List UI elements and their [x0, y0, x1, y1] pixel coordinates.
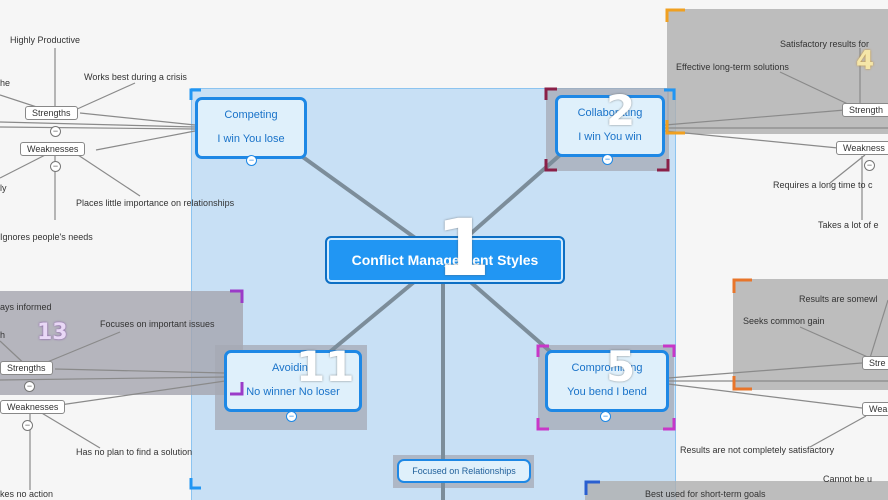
marker-1: 1: [436, 204, 491, 294]
leaf-common-gain[interactable]: Seeks common gain: [743, 316, 825, 326]
avoiding-subtitle: No winner No loser: [246, 386, 340, 398]
competing-collapse-toggle[interactable]: −: [246, 155, 257, 166]
avoiding-collapse-toggle[interactable]: −: [286, 411, 297, 422]
leaf-cannot-be[interactable]: Cannot be u: [823, 474, 873, 484]
leaf-works-best-crisis[interactable]: Works best during a crisis: [84, 72, 187, 82]
leaf-effective-solutions[interactable]: Effective long-term solutions: [676, 62, 789, 72]
central-topic-node[interactable]: Conflict Management Styles: [325, 236, 565, 284]
leaf-not-satisfactory[interactable]: Results are not completely satisfactory: [680, 445, 835, 455]
leaf-long-time[interactable]: Requires a long time to c: [773, 180, 873, 190]
leaf-the[interactable]: he: [0, 78, 11, 88]
node-avoiding[interactable]: Avoiding No winner No loser: [224, 350, 362, 412]
node-focused-on-relationships[interactable]: Focused on Relationships: [397, 459, 531, 483]
competing-subtitle: I win You lose: [217, 133, 285, 145]
leaf-highly-productive[interactable]: Highly Productive: [10, 35, 81, 45]
collaborating-collapse-toggle[interactable]: −: [602, 154, 613, 165]
leaf-ignores-needs[interactable]: Ignores people's needs: [0, 232, 93, 242]
collaborating-title: Collaborating: [577, 107, 643, 119]
competing-title: Competing: [224, 109, 278, 121]
marker-11: 11: [296, 342, 355, 391]
weaknesses-avoiding-collapse-toggle[interactable]: −: [22, 420, 33, 431]
leaf-results-somewhat[interactable]: Results are somewl: [799, 294, 878, 304]
strengths-avoiding-collapse-toggle[interactable]: −: [24, 381, 35, 392]
compromising-title: Compromising: [571, 362, 643, 374]
leaf-takes-lot[interactable]: Takes a lot of e: [818, 220, 879, 230]
tag-strengths-compromising[interactable]: Stre: [862, 356, 888, 370]
marker-5: 5: [606, 342, 636, 391]
weaknesses-collaborating-collapse-toggle[interactable]: −: [864, 160, 875, 171]
leaf-no-action[interactable]: kes no action: [0, 489, 54, 499]
weaknesses-collapse-toggle[interactable]: −: [50, 161, 61, 172]
node-compromising[interactable]: Compromising You bend I bend: [545, 350, 669, 412]
collaborating-subtitle: I win You win: [578, 131, 642, 143]
tag-weaknesses-compromising[interactable]: Wea: [862, 402, 888, 416]
tag-weaknesses-competing[interactable]: Weaknesses: [20, 142, 86, 156]
leaf-important-issues[interactable]: Focuses on important issues: [100, 319, 215, 329]
marker-2: 2: [606, 86, 636, 135]
tag-strengths-avoiding[interactable]: Strengths: [0, 361, 53, 375]
tag-weaknesses-collaborating[interactable]: Weakness: [836, 141, 888, 155]
tag-weaknesses-avoiding[interactable]: Weaknesses: [0, 400, 66, 414]
leaf-little-importance[interactable]: Places little importance on relationship…: [76, 198, 235, 208]
leaf-no-plan[interactable]: Has no plan to find a solution: [76, 447, 193, 457]
tag-strengths-collaborating[interactable]: Strength: [842, 103, 888, 117]
leaf-ly[interactable]: ly: [0, 183, 7, 193]
marker-13: 13: [37, 320, 68, 345]
central-topic-label: Conflict Management Styles: [351, 252, 539, 268]
relationships-label: Focused on Relationships: [412, 466, 516, 476]
node-collaborating[interactable]: Collaborating I win You win: [555, 95, 665, 157]
leaf-satisfactory-results[interactable]: Satisfactory results for: [780, 39, 870, 49]
strengths-collapse-toggle[interactable]: −: [50, 126, 61, 137]
leaf-always-informed[interactable]: ays informed: [0, 302, 52, 312]
compromising-collapse-toggle[interactable]: −: [600, 411, 611, 422]
marker-4: 4: [856, 46, 875, 76]
leaf-h[interactable]: h: [0, 330, 6, 340]
tag-strengths-competing[interactable]: Strengths: [25, 106, 78, 120]
node-competing[interactable]: Competing I win You lose: [195, 97, 307, 159]
leaf-short-term-goals[interactable]: Best used for short-term goals: [645, 489, 766, 499]
compromising-subtitle: You bend I bend: [567, 386, 647, 398]
region-bottom-right: [585, 481, 888, 500]
avoiding-title: Avoiding: [272, 362, 314, 374]
